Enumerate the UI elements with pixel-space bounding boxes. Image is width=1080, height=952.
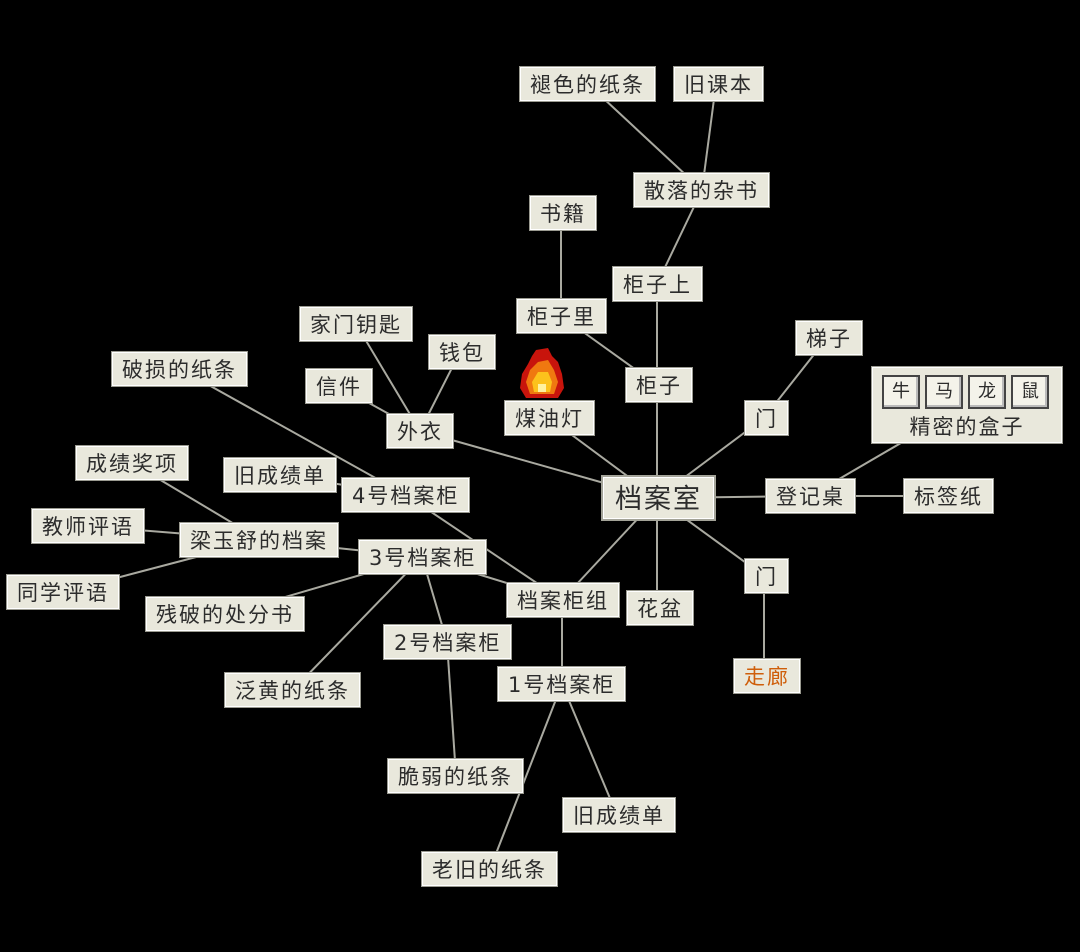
node-awards[interactable]: 成绩奖项 — [75, 445, 189, 481]
link-cabinet-2-fragile-note — [446, 641, 457, 777]
puzzle-box-slots: 牛 马 龙 鼠 — [882, 375, 1049, 409]
node-wallet[interactable]: 钱包 — [428, 334, 496, 370]
node-letter[interactable]: 信件 — [305, 368, 373, 404]
node-house-key[interactable]: 家门钥匙 — [299, 306, 413, 342]
node-old-textbook[interactable]: 旧课本 — [673, 66, 764, 102]
node-cabinet-top[interactable]: 柜子上 — [612, 266, 703, 302]
node-label-paper[interactable]: 标签纸 — [903, 478, 994, 514]
link-cabinet-1-old-report-b — [561, 683, 618, 816]
puzzle-slot-ox[interactable]: 牛 — [882, 375, 920, 409]
node-ladder[interactable]: 梯子 — [795, 320, 863, 356]
puzzle-box-label: 精密的盒子 — [909, 415, 1025, 439]
node-cabinet-2[interactable]: 2号档案柜 — [383, 624, 513, 660]
node-old-note[interactable]: 老旧的纸条 — [421, 851, 558, 887]
node-scattered-books[interactable]: 散落的杂书 — [633, 172, 770, 208]
node-corridor-exit[interactable]: 走廊 — [733, 658, 801, 694]
node-cabinet-1[interactable]: 1号档案柜 — [497, 666, 627, 702]
node-books[interactable]: 书籍 — [529, 195, 597, 231]
node-teacher-comments[interactable]: 教师评语 — [31, 508, 145, 544]
node-archive-room[interactable]: 档案室 — [601, 475, 716, 521]
node-yellowed-note[interactable]: 泛黄的纸条 — [224, 672, 361, 708]
node-flowerpot[interactable]: 花盆 — [626, 590, 694, 626]
node-old-report-b[interactable]: 旧成绩单 — [562, 797, 676, 833]
node-torn-note[interactable]: 破损的纸条 — [111, 351, 248, 387]
node-kerosene-lamp[interactable]: 煤油灯 — [504, 400, 595, 436]
node-liang-yushu-file[interactable]: 梁玉舒的档案 — [179, 522, 339, 558]
node-fragile-note[interactable]: 脆弱的纸条 — [387, 758, 524, 794]
node-old-report-a[interactable]: 旧成绩单 — [223, 457, 337, 493]
link-cabinet-1-old-note — [489, 683, 563, 870]
node-cabinet-3[interactable]: 3号档案柜 — [358, 539, 488, 575]
node-peer-comments[interactable]: 同学评语 — [6, 574, 120, 610]
node-cabinet-group[interactable]: 档案柜组 — [506, 582, 620, 618]
node-faded-note[interactable]: 褪色的纸条 — [519, 66, 656, 102]
node-coat[interactable]: 外衣 — [386, 413, 454, 449]
puzzle-slot-rat[interactable]: 鼠 — [1011, 375, 1049, 409]
node-cabinet-inside[interactable]: 柜子里 — [516, 298, 607, 334]
node-registration-desk[interactable]: 登记桌 — [765, 478, 856, 514]
node-door-upper[interactable]: 门 — [744, 400, 789, 436]
puzzle-slot-dragon[interactable]: 龙 — [968, 375, 1006, 409]
node-door-lower[interactable]: 门 — [744, 558, 789, 594]
puzzle-box[interactable]: 牛 马 龙 鼠 精密的盒子 — [871, 366, 1063, 444]
node-punishment-notice[interactable]: 残破的处分书 — [145, 596, 305, 632]
link-cabinet-3-yellow-note — [292, 556, 423, 691]
link-cabinet-4-torn-note — [179, 368, 407, 496]
node-cabinet-4[interactable]: 4号档案柜 — [341, 477, 471, 513]
puzzle-slot-horse[interactable]: 马 — [925, 375, 963, 409]
node-cabinet[interactable]: 柜子 — [625, 367, 693, 403]
lamp-flame-icon — [520, 348, 564, 398]
